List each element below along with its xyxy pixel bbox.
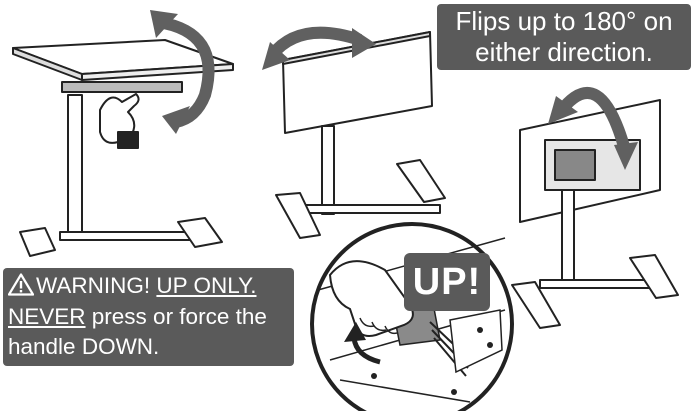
flip-banner-line-1: Flips up to 180° on bbox=[437, 6, 691, 37]
desk-flipped-illustration bbox=[276, 32, 445, 238]
flip-capability-banner: Flips up to 180° on either direction. bbox=[437, 4, 691, 70]
warning-never: NEVER bbox=[8, 304, 86, 329]
warning-line-2: NEVER press or force the bbox=[8, 302, 294, 333]
warning-instruction: press or force the bbox=[86, 304, 267, 329]
warning-triangle-icon bbox=[8, 273, 34, 296]
flip-banner-line-2: either direction. bbox=[437, 37, 691, 68]
warning-label: WARNING! bbox=[36, 273, 156, 298]
up-badge: UP! bbox=[404, 253, 490, 311]
warning-line-1: WARNING! UP ONLY. bbox=[8, 271, 294, 302]
warning-up-only: UP ONLY. bbox=[156, 273, 256, 298]
desk-flat-illustration bbox=[13, 40, 233, 256]
desk-back-view-illustration bbox=[512, 100, 678, 328]
warning-line-3: handle DOWN. bbox=[8, 332, 294, 363]
warning-callout: WARNING! UP ONLY. NEVER press or force t… bbox=[3, 268, 294, 366]
